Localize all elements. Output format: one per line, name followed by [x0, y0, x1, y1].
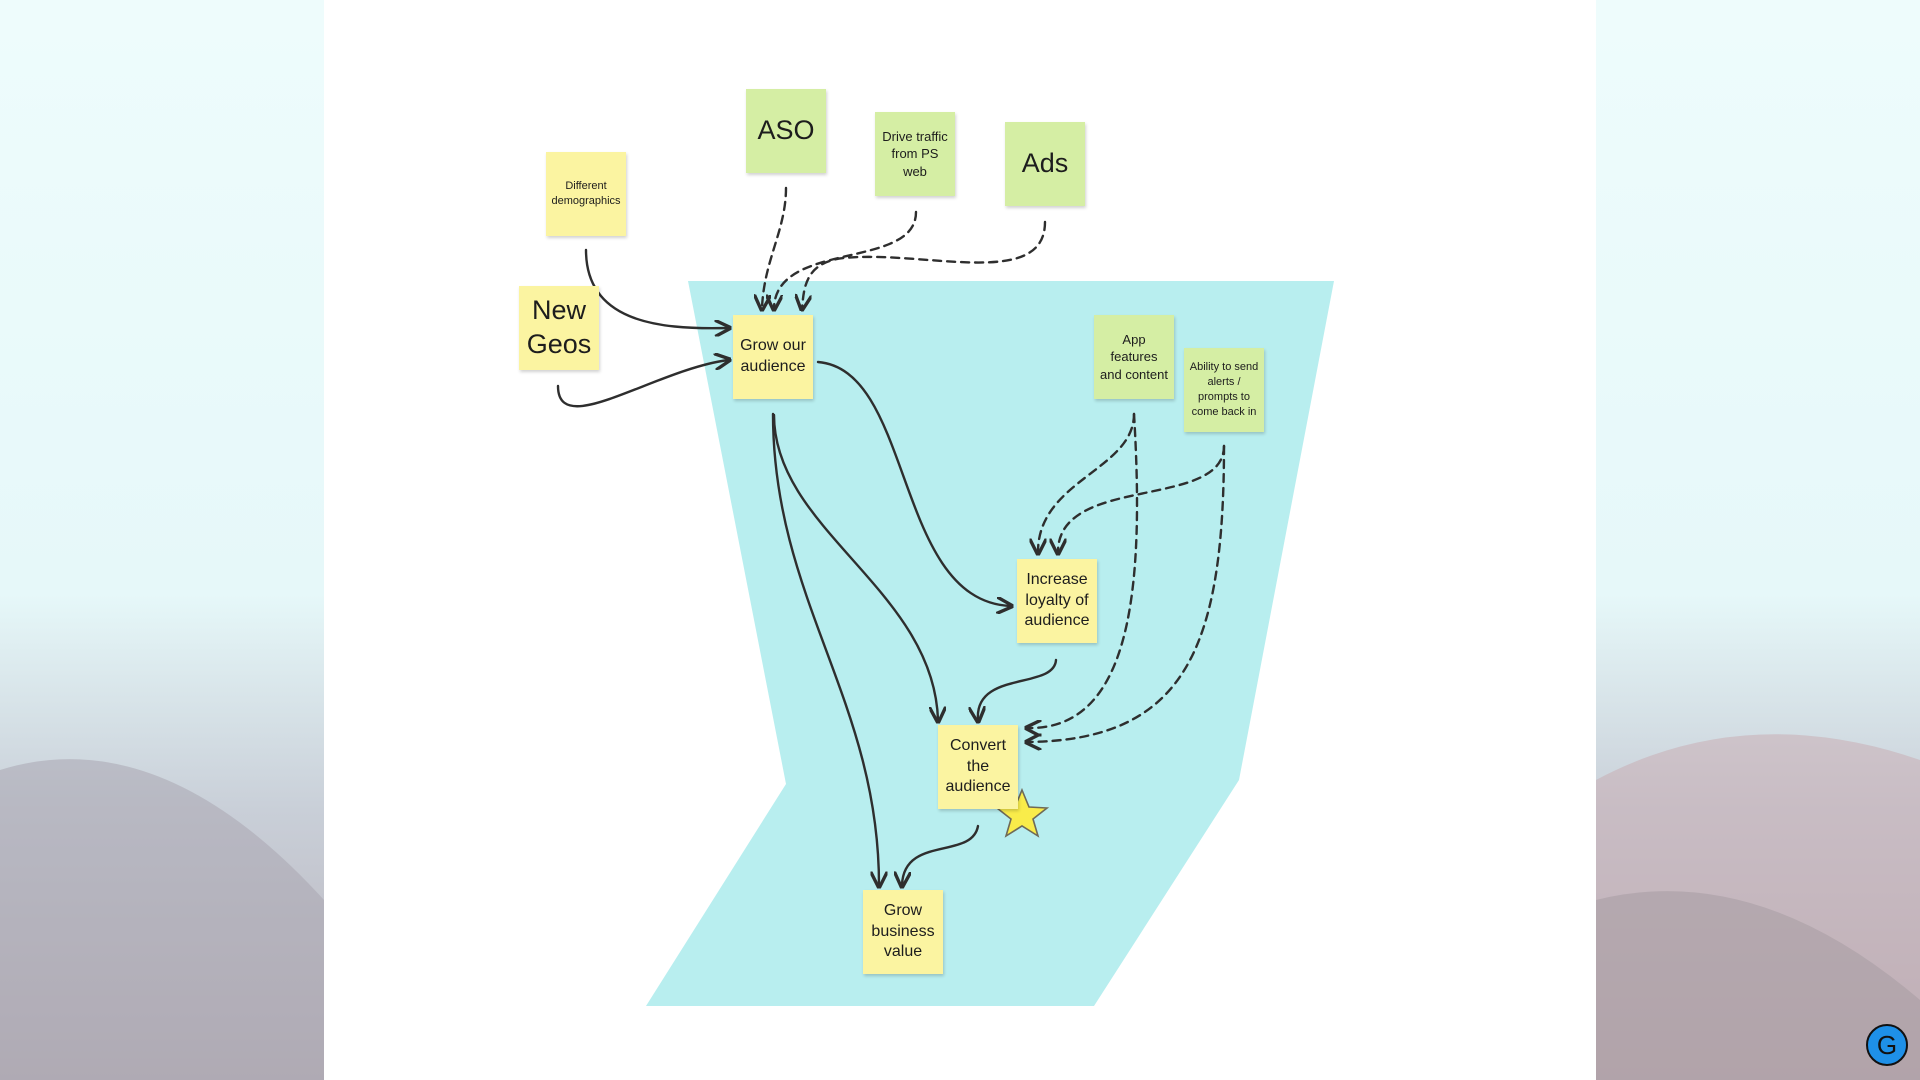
- funnel-shape: [646, 281, 1334, 1006]
- sticky-aso[interactable]: ASO: [746, 89, 826, 173]
- sticky-convert-audience[interactable]: Convert the audience: [938, 725, 1018, 809]
- dashed-features-to-loyalty: [1038, 412, 1136, 552]
- sticky-label: Grow business value: [871, 901, 935, 961]
- sticky-label: App features and content: [1100, 331, 1168, 382]
- assistant-g-icon: G: [1876, 1029, 1898, 1060]
- dashed-ads-to-grow: [802, 220, 1047, 308]
- dashed-features-to-convert: [1028, 412, 1139, 728]
- sticky-ads[interactable]: Ads: [1005, 122, 1085, 206]
- sticky-grow-audience[interactable]: Grow our audience: [733, 315, 813, 399]
- sticky-label: Ability to send alerts / prompts to come…: [1189, 361, 1259, 418]
- sticky-label: New Geos: [526, 295, 592, 359]
- sticky-drive-traffic[interactable]: Drive traffic from PS web: [875, 112, 955, 196]
- background-right: [1596, 0, 1920, 1080]
- dashed-aso-to-grow: [762, 186, 788, 308]
- arrow-demographics-to-grow: [584, 248, 728, 328]
- dashed-traffic-to-grow: [774, 210, 918, 308]
- arrow-loyalty-to-convert: [978, 658, 1058, 720]
- sticky-ability-alerts[interactable]: Ability to send alerts / prompts to come…: [1184, 348, 1264, 432]
- sticky-grow-business[interactable]: Grow business value: [863, 890, 943, 974]
- sticky-label: Grow our audience: [740, 337, 806, 375]
- assistant-button[interactable]: G: [1866, 1024, 1908, 1066]
- sticky-label: Convert the audience: [945, 736, 1011, 796]
- arrow-grow-to-convert: [772, 413, 938, 720]
- sticky-app-features[interactable]: App features and content: [1094, 315, 1174, 399]
- slide-canvas: Different demographics New Geos ASO Driv…: [324, 0, 1596, 1080]
- background-left: [0, 0, 324, 1080]
- arrow-geos-to-grow: [556, 360, 728, 408]
- sticky-new-geos[interactable]: New Geos: [519, 286, 599, 370]
- arrow-grow-to-loyalty: [816, 360, 1010, 606]
- dashed-alerts-to-loyalty: [1058, 444, 1226, 552]
- dashed-alerts-to-convert: [1028, 444, 1226, 742]
- sticky-label: Increase loyalty of audience: [1024, 570, 1090, 630]
- sticky-label: Ads: [1021, 148, 1069, 179]
- sticky-label: Drive traffic from PS web: [882, 128, 948, 179]
- funnel-diagram: [556, 186, 1334, 1006]
- sticky-increase-loyalty[interactable]: Increase loyalty of audience: [1017, 559, 1097, 643]
- sticky-different-demographics[interactable]: Different demographics: [546, 152, 626, 236]
- arrow-convert-to-business: [902, 824, 980, 885]
- sticky-label: ASO: [757, 115, 815, 146]
- sticky-label: Different demographics: [551, 180, 621, 207]
- arrow-grow-to-business: [771, 412, 879, 885]
